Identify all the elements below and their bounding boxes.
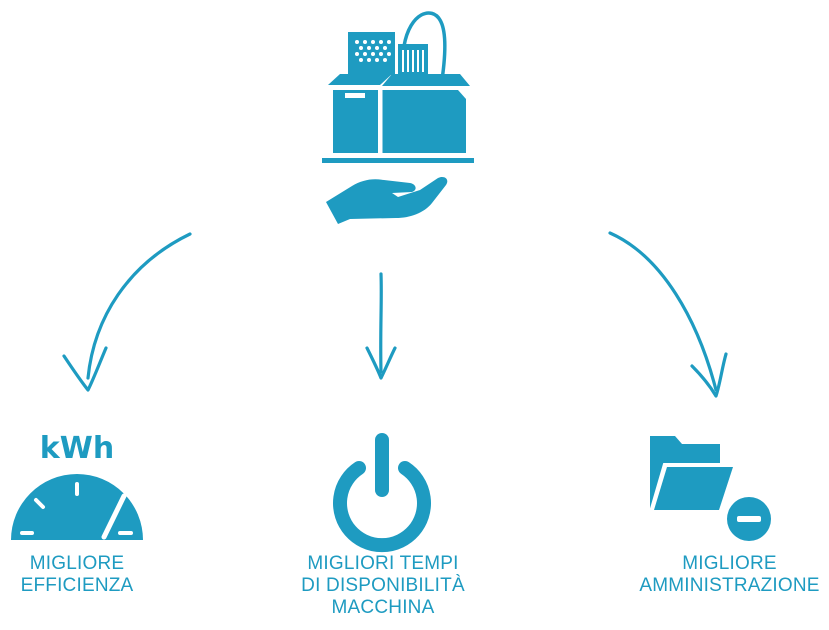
administration-label-line-2: AMMINISTRAZIONE [639,575,820,596]
uptime-label-line-1: MIGLIORI TEMPI [307,553,459,574]
power-icon [333,433,431,553]
efficiency-label: MIGLIORE EFFICIENZA [0,553,154,597]
efficiency-label-line-2: EFFICIENZA [20,575,134,596]
efficiency-label-line-1: MIGLIORE [29,553,125,574]
kwh-text: kWh [40,431,114,466]
middle-arrowhead [365,346,397,380]
administration-label-line-1: MIGLIORE [682,553,777,574]
administration-label: MIGLIORE AMMINISTRAZIONE [630,553,829,597]
folder-minus-icon [648,436,775,545]
left-arrowhead [62,346,108,392]
right-arrowhead [690,352,728,398]
middle-arrow [379,272,383,374]
arrows [62,231,728,398]
kwh-meter-icon: kWh [11,431,143,540]
box-delivered-in-hand-icon [322,11,474,224]
uptime-label-line-2: DI DISPONIBILITÀ [301,575,465,596]
uptime-label-line-3: MACCHINA [331,597,435,618]
right-arrow [608,231,718,392]
left-arrow [86,232,192,380]
uptime-label: MIGLIORI TEMPI DI DISPONIBILITÀ MACCHINA [272,553,494,619]
